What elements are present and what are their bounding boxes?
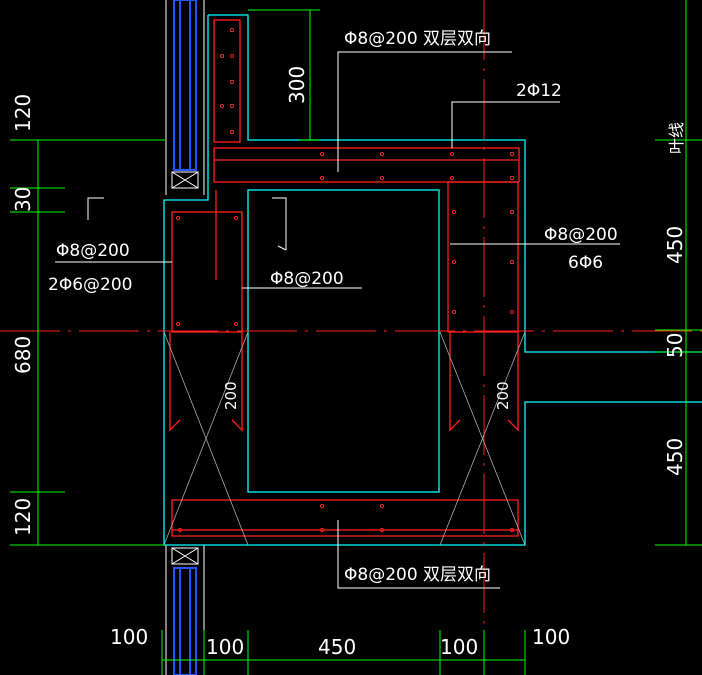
bottom-slab-label: Φ8@200 双层双向	[344, 565, 491, 585]
dim-bottom-100-c: 100	[440, 635, 478, 659]
top-slab-label: Φ8@200 双层双向	[344, 29, 491, 49]
right-stirrup-label: Φ8@200	[544, 225, 618, 245]
window-frame	[165, 0, 205, 675]
dim-bottom-100-d: 100	[532, 625, 570, 649]
dim-right-50: 50	[663, 333, 687, 358]
diagonal-lines	[163, 331, 526, 546]
dim-left-680: 680	[11, 336, 35, 374]
dim-bottom-100-a: 100	[110, 625, 148, 649]
dim-right-450-bottom: 450	[663, 438, 687, 476]
center-stirrup-label: Φ8@200	[270, 269, 344, 289]
dim-left-120-top: 120	[11, 94, 35, 132]
right-longitudinal-label: 6Φ6	[568, 253, 603, 273]
dim-left-120-bottom: 120	[11, 498, 35, 536]
rebar	[169, 19, 520, 537]
dim-bottom-100-b: 100	[206, 635, 244, 659]
dim-bottom-450: 450	[318, 635, 356, 659]
dim-right-label: 叶线	[667, 122, 686, 154]
dim-right-450-top: 450	[663, 226, 687, 264]
dimension-lines	[10, 0, 702, 675]
right-wall-label: 200	[494, 381, 512, 410]
rebar-dots	[175, 27, 515, 533]
leader-lines	[55, 51, 620, 589]
concrete-outline	[163, 14, 702, 546]
left-longitudinal-label: 2Φ6@200	[48, 275, 132, 295]
dim-left-30: 30	[11, 187, 35, 212]
left-wall-label: 200	[222, 381, 240, 410]
dim-top-offset: 300	[285, 66, 309, 104]
top-right-bars-label: 2Φ12	[516, 81, 562, 101]
left-stirrup-label: Φ8@200	[56, 241, 130, 261]
window-glazing	[173, 0, 197, 675]
annotations: Φ8@200 双层双向 2Φ12 Φ8@200 6Φ6 Φ8@200 2Φ6@2…	[11, 29, 687, 659]
